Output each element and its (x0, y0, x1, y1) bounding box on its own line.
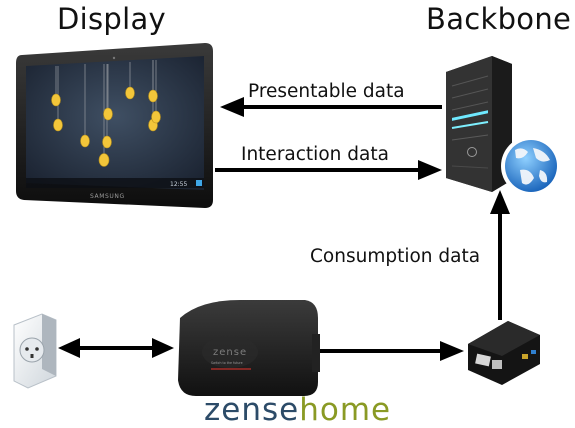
globe-icon (501, 136, 561, 196)
tablet-maker: SAMSUNG (90, 193, 125, 200)
consumption-data-label: Consumption data (310, 246, 481, 267)
controller-tagline: Switch to the future (211, 361, 243, 365)
zense-controller-icon: zense Switch to the future (178, 300, 320, 396)
presentable-data-label: Presentable data (248, 81, 405, 102)
tablet-clock: 12:55 (170, 181, 187, 188)
arrow-controller-pi (320, 341, 464, 361)
arrow-interaction-data (215, 160, 442, 180)
brand-part-home: home (299, 392, 392, 428)
interaction-data-label: Interaction data (241, 144, 389, 165)
arrow-presentable-data (220, 97, 442, 117)
arrow-consumption-data (490, 190, 510, 320)
controller-badge: zense (213, 347, 247, 358)
brand-part-zense: zense (204, 392, 300, 428)
zensehome-logo: zensehome (204, 392, 391, 428)
backbone-heading: Backbone (426, 2, 572, 36)
arrow-socket-controller (58, 338, 174, 358)
display-heading: Display (57, 2, 166, 36)
raspberry-pi-icon (468, 321, 540, 385)
wall-socket-icon (13, 313, 57, 389)
tablet-icon: 12:55 SAMSUNG (16, 43, 213, 208)
